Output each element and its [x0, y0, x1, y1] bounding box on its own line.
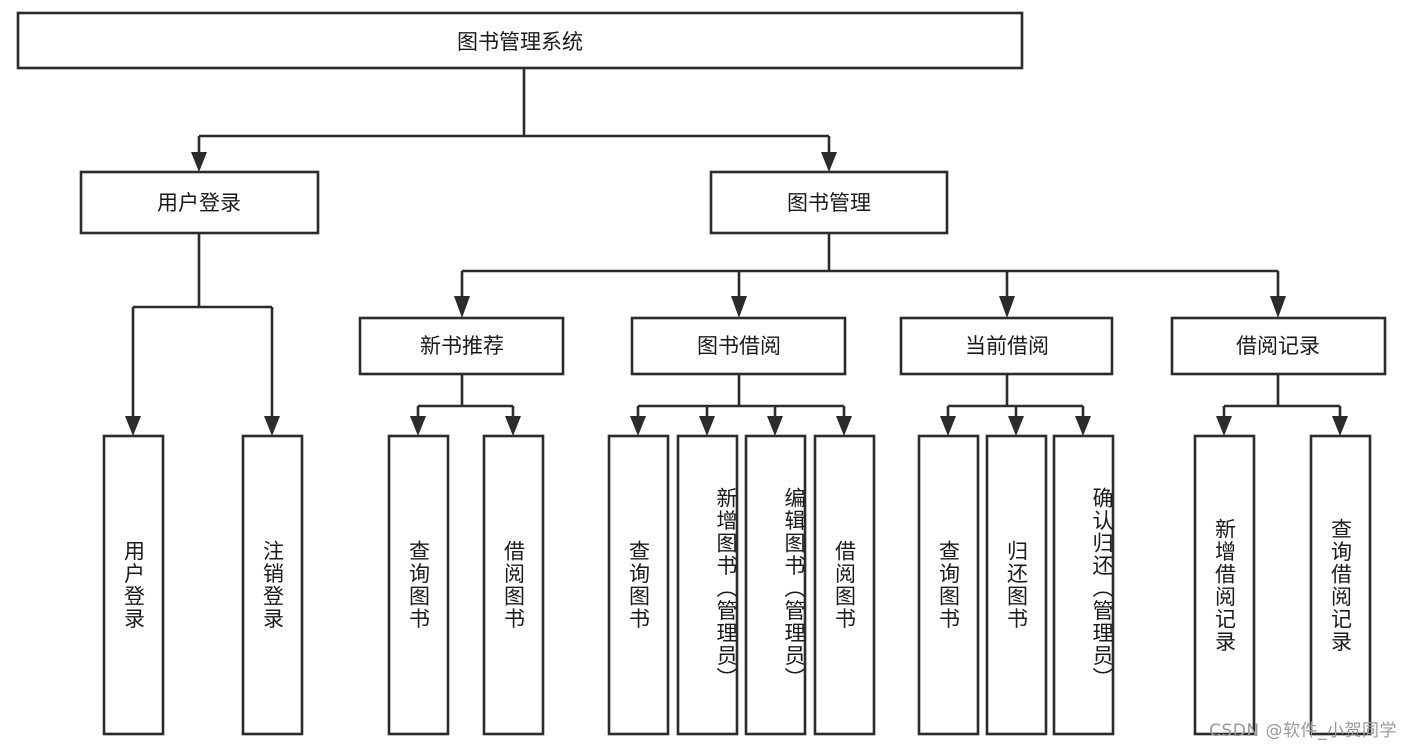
node-borrow-record-label: 借阅记录 [1236, 334, 1320, 358]
arrow-to-leaf-query-book-3 [940, 416, 956, 436]
leaf-box-user-login[interactable] [102, 434, 165, 736]
leaf-box-add-book-admin[interactable] [676, 434, 739, 736]
leaf-label-add-book-admin: 新增图书（管理员） [714, 486, 738, 690]
node-new-book-recommend-label: 新书推荐 [420, 334, 504, 358]
box-layer: 图书管理系统 用户登录 图书管理 新书推荐 图书借阅 当前借阅 借阅记录 [16, 11, 1387, 736]
csdn-watermark: CSDN @软件_小贺同学 [1209, 721, 1397, 741]
leaf-box-edit-book-admin[interactable] [744, 434, 807, 736]
node-book-borrow-label: 图书借阅 [697, 334, 781, 358]
node-user-login[interactable] [79, 170, 320, 235]
arrow-to-leaf-return-book [1008, 416, 1024, 436]
arrow-to-leaf-user-login [125, 416, 141, 436]
leaf-label-user-login: 用户登录 [121, 540, 146, 630]
arrow-to-leaf-add-book [699, 416, 715, 436]
arrow-to-leaf-add-record [1216, 416, 1232, 436]
arrow-to-user-login [191, 152, 207, 172]
leaf-box-borrow-book-newbook[interactable] [482, 434, 545, 736]
leaf-label-logout: 注销登录 [260, 540, 285, 630]
arrow-to-leaf-query-book-1 [410, 416, 426, 436]
leaf-label-add-borrow-record: 新增借阅记录 [1212, 517, 1237, 653]
connector-layer [125, 68, 1348, 436]
leaf-label-query-book-current: 查询图书 [936, 540, 961, 630]
node-root-system-label: 图书管理系统 [457, 30, 583, 54]
leaf-box-borrow-book-borrow[interactable] [813, 434, 876, 736]
leaf-label-borrow-book-newbook: 借阅图书 [501, 540, 526, 630]
leaf-box-return-book[interactable] [985, 434, 1048, 736]
arrow-to-leaf-borrow-book-2 [836, 416, 852, 436]
node-current-borrow-label: 当前借阅 [965, 334, 1049, 358]
arrow-to-leaf-query-record [1332, 416, 1348, 436]
node-new-book-recommend[interactable] [358, 316, 565, 376]
leaf-box-query-book-borrow[interactable] [607, 434, 670, 736]
arrow-to-borrow [731, 296, 747, 318]
arrow-to-leaf-edit-book [767, 416, 783, 436]
leaf-box-add-borrow-record[interactable] [1193, 434, 1256, 736]
arrow-to-record [1270, 296, 1286, 318]
arrow-to-current [999, 296, 1015, 318]
leaf-label-query-borrow-record: 查询借阅记录 [1328, 517, 1353, 653]
arrow-to-book-mgmt [821, 152, 837, 172]
arrow-to-leaf-logout [264, 416, 280, 436]
leaf-box-confirm-return-admin[interactable] [1052, 434, 1115, 736]
node-current-borrow[interactable] [899, 316, 1114, 376]
arrow-to-leaf-query-book-2 [630, 416, 646, 436]
leaf-label-return-book: 归还图书 [1004, 540, 1029, 630]
leaf-box-query-borrow-record[interactable] [1309, 434, 1372, 736]
arrow-to-leaf-confirm-return [1075, 416, 1091, 436]
leaf-label-confirm-return-admin: 确认归还（管理员） [1090, 486, 1114, 690]
node-book-management-label: 图书管理 [787, 191, 871, 215]
leaf-label-query-book-borrow: 查询图书 [626, 540, 651, 630]
node-book-management[interactable] [709, 170, 949, 235]
arrow-to-newbook [454, 296, 470, 318]
node-root-system[interactable] [16, 11, 1024, 70]
leaf-box-logout[interactable] [241, 434, 304, 736]
leaf-label-edit-book-admin: 编辑图书（管理员） [782, 486, 806, 690]
node-borrow-record[interactable] [1170, 316, 1387, 376]
arrow-to-leaf-borrow-book-1 [505, 416, 521, 436]
leaf-box-query-book-current[interactable] [917, 434, 980, 736]
leaf-label-borrow-book-borrow: 借阅图书 [832, 540, 857, 630]
node-user-login-label: 用户登录 [157, 191, 241, 215]
leaf-label-query-book-newbook: 查询图书 [406, 540, 431, 630]
node-book-borrow[interactable] [630, 316, 847, 376]
leaf-box-query-book-newbook[interactable] [387, 434, 450, 736]
